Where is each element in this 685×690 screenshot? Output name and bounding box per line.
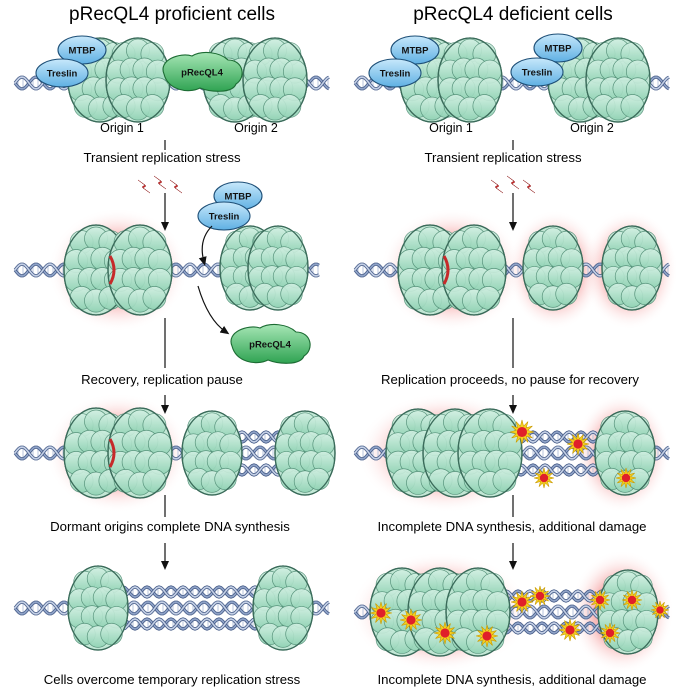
origin-2-label-left: Origin 2 [234,121,278,135]
helicase-left-r2-o2-b [247,225,309,311]
proteins-right-row2-mtbp: MTBP [533,33,583,63]
precql4-left-row2: pRecQL4 [230,323,311,364]
right-step-4-caption: Incomplete DNA synthesis, additional dam… [377,672,646,687]
helicase-left-o1-b [105,37,171,123]
origin-2-label-right: Origin 2 [570,121,614,135]
helicase-left-r4-a [67,565,129,651]
proteins-right-row1-treslin: Treslin [368,58,422,88]
dna-right-row3-bottom [513,463,611,477]
helicase-left-r2-o1-b [107,224,173,316]
damage-star-r3-2 [566,432,590,456]
svg-text:MTBP: MTBP [402,46,430,57]
dna-right-row4-bottom [498,621,615,635]
damage-star-r4-6 [529,585,551,607]
svg-text:Treslin: Treslin [380,69,411,80]
helicase-right-o1-b [437,37,503,123]
right-step-2-caption: Replication proceeds, no pause for recov… [381,372,639,387]
helicase-left-o2-b [242,37,308,123]
left-step-2-caption: Recovery, replication pause [81,372,243,387]
damage-star-r4-7 [558,618,582,642]
svg-text:pRecQL4: pRecQL4 [181,68,223,79]
helicase-left-r3-fork-b [274,410,336,496]
svg-text:Treslin: Treslin [47,69,78,80]
proteins-right-row1-mtbp: MTBP [390,35,440,65]
helicase-right-r4-d [597,569,659,655]
left-curve-arrow-in [198,225,213,266]
left-step-1-caption: Transient replication stress [83,150,240,165]
header-proficient: pRecQL4 proficient cells [69,4,275,25]
header-deficient: pRecQL4 deficient cells [413,4,613,25]
proteins-left-row1-treslin: Treslin [35,58,89,88]
stress-bolt-layer [137,175,536,194]
damage-star-r3-3 [533,467,555,489]
damage-star-r3-1 [509,419,535,445]
right-step-3-caption: Incomplete DNA synthesis, additional dam… [377,519,646,534]
svg-text:pRecQL4: pRecQL4 [249,340,291,351]
origin-1-label-left: Origin 1 [100,121,144,135]
proteins-left-row2-treslin: Treslin [197,201,251,231]
svg-text:Treslin: Treslin [522,68,553,79]
svg-text:Treslin: Treslin [209,212,240,223]
damage-star-r4-3 [433,621,457,645]
damage-star-r4-5 [510,590,534,614]
helicase-right-o2-b [585,37,651,123]
helicase-layer [63,37,663,657]
damage-star-r4-11 [650,600,670,620]
damage-star-r4-8 [589,589,611,611]
helicase-left-r3-fork-a [181,410,243,496]
svg-text:MTBP: MTBP [69,46,97,57]
damage-star-r4-9 [599,622,621,644]
bolts-right [490,175,536,194]
helicase-left-r3-o1-b [107,407,173,499]
helicase-right-r3-d [594,410,656,496]
right-step-1-caption: Transient replication stress [424,150,581,165]
damage-layer [369,419,670,648]
helicase-right-r4-c [445,567,511,657]
left-step-4-caption: Cells overcome temporary replication str… [44,672,301,687]
helicase-right-r2-a [522,225,584,311]
svg-text:MTBP: MTBP [545,44,573,55]
svg-text:MTBP: MTBP [225,192,253,203]
helicase-right-r2-o1-b [441,224,507,316]
arrow-layer [161,140,517,570]
proteins-right-row2-treslin: Treslin [510,57,564,87]
bolts-left [137,175,183,194]
damage-star-r4-1 [369,601,393,625]
damage-star-r3-4 [615,467,637,489]
helicase-right-r3-c [457,408,523,498]
precql4-left-row1: pRecQL4 [162,51,243,92]
helicase-left-r4-b [252,565,314,651]
left-step-3-caption: Dormant origins complete DNA synthesis [50,519,290,534]
damage-star-r4-4 [475,624,499,648]
left-curve-arrow-out [197,285,230,335]
origin-1-label-right: Origin 1 [429,121,473,135]
helicase-right-r2-b [601,225,663,311]
damage-star-r4-2 [399,608,423,632]
damage-star-r4-10 [621,589,643,611]
